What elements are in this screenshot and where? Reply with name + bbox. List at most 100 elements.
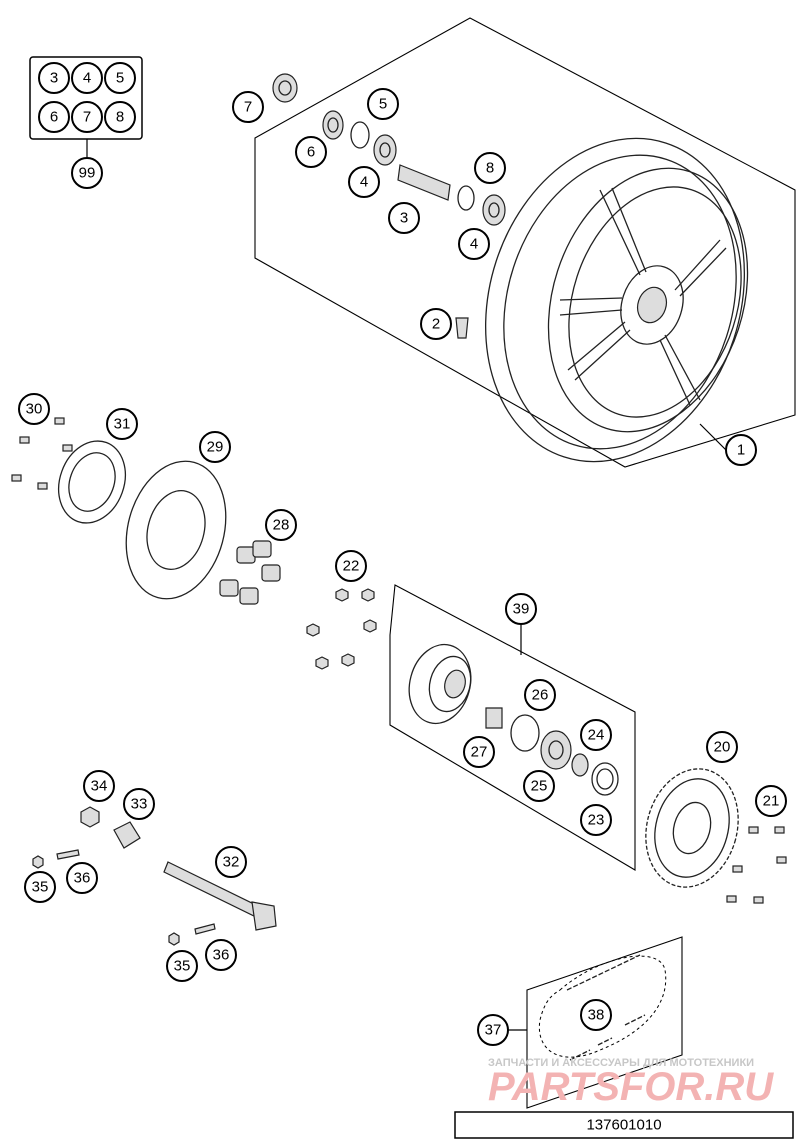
svg-text:26: 26 — [532, 687, 549, 704]
svg-text:4: 4 — [83, 70, 91, 87]
kit-callout-6[interactable]: 6 — [38, 101, 70, 133]
circlip-c-part — [510, 714, 540, 752]
svg-text:38: 38 — [588, 1007, 605, 1024]
callout-cap[interactable]: 7 — [232, 91, 264, 123]
svg-text:36: 36 — [213, 947, 230, 964]
callout-valve[interactable]: 2 — [420, 308, 452, 340]
callout-nut-b[interactable]: 35 — [166, 950, 198, 982]
disc-bolts-part — [11, 417, 73, 490]
kit-callout-5[interactable]: 5 — [104, 62, 136, 94]
carrier-group-box — [389, 584, 636, 871]
callout-dampers[interactable]: 28 — [265, 509, 297, 541]
kit-callout-3[interactable]: 3 — [38, 62, 70, 94]
svg-text:34: 34 — [91, 778, 108, 795]
master-link-part — [597, 1014, 646, 1046]
svg-text:1: 1 — [737, 442, 745, 459]
svg-text:35: 35 — [32, 879, 49, 896]
svg-text:37: 37 — [485, 1022, 502, 1039]
svg-text:8: 8 — [486, 160, 494, 177]
catalog-number-box: 137601010 — [454, 1111, 794, 1139]
wheel-rim — [484, 137, 749, 463]
kit-callout-7[interactable]: 7 — [71, 101, 103, 133]
svg-text:24: 24 — [588, 727, 605, 744]
svg-text:39: 39 — [513, 601, 530, 618]
kit-callout-4[interactable]: 4 — [71, 62, 103, 94]
spacer-c-part — [485, 707, 503, 729]
callout-disc-bolts[interactable]: 30 — [18, 393, 50, 425]
callout-bearing-b[interactable]: 4 — [458, 228, 490, 260]
svg-text:5: 5 — [379, 96, 387, 113]
nut-b-part — [168, 932, 180, 946]
svg-text:22: 22 — [343, 558, 360, 575]
seal-c-part — [540, 730, 572, 770]
svg-text:5: 5 — [116, 70, 124, 87]
callout-sprocket-bolts[interactable]: 21 — [755, 785, 787, 817]
nuts-part — [306, 588, 377, 670]
callout-abs-ring[interactable]: 31 — [106, 408, 138, 440]
callout-nut-a[interactable]: 35 — [24, 871, 56, 903]
callout-circlip[interactable]: 5 — [367, 88, 399, 120]
svg-text:7: 7 — [83, 109, 91, 126]
pin-a-part — [56, 849, 80, 860]
kit-callout-99[interactable]: 99 — [71, 157, 103, 189]
callout-wheel[interactable]: 1 — [725, 434, 757, 466]
callout-seal-c[interactable]: 25 — [523, 770, 555, 802]
svg-text:33: 33 — [131, 796, 148, 813]
axle-part — [163, 861, 277, 931]
kit-box — [29, 56, 143, 157]
callout-washer[interactable]: 23 — [580, 804, 612, 836]
svg-text:36: 36 — [74, 870, 91, 887]
valve-part — [455, 317, 469, 339]
svg-text:3: 3 — [400, 210, 408, 227]
callout-carrier[interactable]: 39 — [505, 593, 537, 625]
circlip-part — [350, 121, 370, 149]
callout-bearing-c[interactable]: 24 — [580, 719, 612, 751]
callout-disc[interactable]: 29 — [199, 431, 231, 463]
callout-seal-left[interactable]: 6 — [295, 136, 327, 168]
pin-b-part — [194, 923, 216, 935]
callout-master-link[interactable]: 38 — [580, 999, 612, 1031]
sprocket-bolts-part — [726, 826, 787, 904]
callout-sprocket[interactable]: 20 — [706, 731, 738, 763]
svg-text:21: 21 — [763, 793, 780, 810]
svg-text:29: 29 — [207, 439, 224, 456]
svg-text:35: 35 — [174, 958, 191, 975]
callout-nuts[interactable]: 22 — [335, 550, 367, 582]
callout-axle[interactable]: 32 — [215, 846, 247, 878]
callout-chain-adjuster[interactable]: 33 — [123, 788, 155, 820]
svg-text:30: 30 — [26, 401, 43, 418]
svg-text:6: 6 — [50, 109, 58, 126]
callout-bearing-a[interactable]: 4 — [348, 166, 380, 198]
svg-text:2: 2 — [432, 316, 440, 333]
catalog-number: 137601010 — [586, 1117, 661, 1134]
callout-axle-nut[interactable]: 34 — [83, 770, 115, 802]
callout-chain[interactable]: 37 — [477, 1014, 509, 1046]
callout-spacer[interactable]: 3 — [388, 202, 420, 234]
watermark-tagline: ЗАПЧАСТИ И АКСЕССУАРЫ ДЛЯ МОТОТЕХНИКИ — [488, 1057, 754, 1069]
axle-nut-part — [80, 806, 100, 828]
bearing-c-part — [571, 753, 589, 777]
callout-pin-b[interactable]: 36 — [205, 939, 237, 971]
watermark-logo: PARTSFOR.RU — [488, 1065, 774, 1109]
callout-spacer-c[interactable]: 27 — [463, 736, 495, 768]
chain-adjuster-part — [113, 821, 141, 849]
callout-ring[interactable]: 8 — [474, 152, 506, 184]
svg-text:8: 8 — [116, 109, 124, 126]
carrier-hub-part — [408, 643, 472, 725]
kit-callout-8[interactable]: 8 — [104, 101, 136, 133]
sprocket-part — [645, 768, 739, 888]
svg-text:31: 31 — [114, 416, 131, 433]
svg-text:4: 4 — [360, 174, 368, 191]
chain-group-box — [526, 936, 683, 1109]
chain-part — [566, 954, 641, 1061]
brake-disc-part — [125, 460, 227, 600]
callout-pin-a[interactable]: 36 — [66, 862, 98, 894]
cap-part — [272, 73, 298, 103]
svg-text:3: 3 — [50, 70, 58, 87]
ring-part — [457, 185, 475, 211]
svg-text:99: 99 — [79, 165, 96, 182]
callout-circlip-c[interactable]: 26 — [524, 679, 556, 711]
abs-ring-part — [58, 440, 126, 524]
bearing-b-part — [482, 194, 506, 226]
